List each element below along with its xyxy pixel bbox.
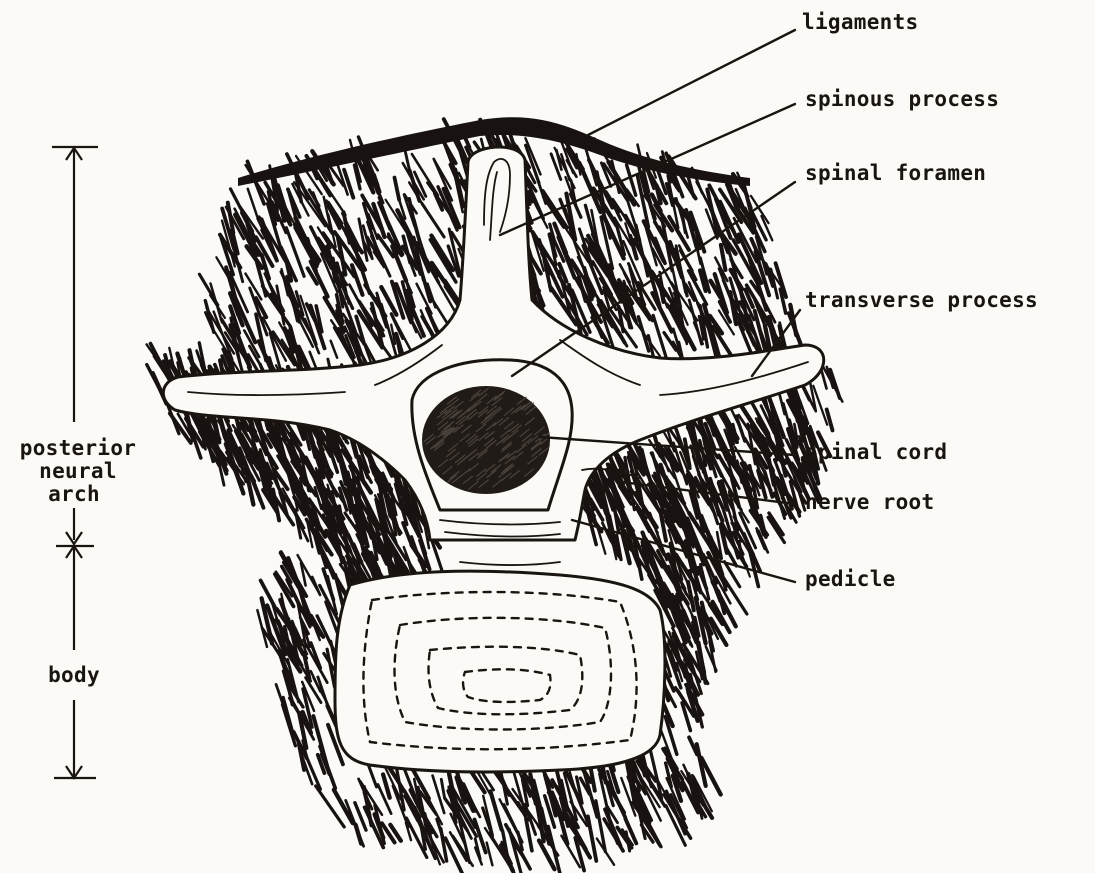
label-transverse-process: transverse process — [805, 288, 1038, 312]
hatch-stroke — [441, 779, 444, 798]
hatch-stroke — [331, 341, 337, 358]
label-ligaments: ligaments — [802, 10, 919, 34]
hatch-stroke — [346, 800, 364, 846]
hatch-stroke — [248, 189, 257, 217]
label-posterior: posterior — [20, 436, 137, 460]
leader-ligaments — [588, 30, 795, 135]
hatch-stroke — [638, 317, 648, 351]
hatch-stroke — [827, 410, 833, 431]
hatch-stroke — [199, 274, 217, 305]
hatch-stroke — [620, 264, 630, 282]
hatch-stroke — [403, 523, 412, 547]
hatch-stroke — [296, 218, 318, 264]
label-neural: neural — [39, 459, 117, 483]
hatch-stroke — [491, 791, 502, 829]
hatch-stroke — [536, 173, 546, 203]
hatch-stroke — [579, 163, 600, 212]
label-spinal-cord: spinal cord — [805, 440, 947, 464]
hatch-stroke — [395, 178, 400, 200]
hatch-stroke — [445, 838, 464, 873]
hatch-stroke — [316, 786, 345, 827]
hatch-stroke — [685, 439, 690, 466]
hatch-stroke — [283, 705, 296, 746]
label-body: body — [48, 663, 100, 687]
label-nerve-root: nerve root — [805, 490, 934, 514]
label-spinous-process: spinous process — [805, 87, 999, 111]
hatch-stroke — [487, 843, 493, 866]
hatch-stroke — [344, 170, 353, 198]
hatch-stroke — [626, 832, 630, 851]
label-spinal-foramen: spinal foramen — [805, 161, 986, 185]
hatch-stroke — [597, 839, 614, 865]
hatch-stroke — [383, 774, 390, 797]
pedicle-stroke-3 — [460, 562, 560, 565]
label-pedicle: pedicle — [805, 567, 896, 591]
hatch-stroke — [276, 685, 283, 705]
label-arch: arch — [48, 482, 100, 506]
